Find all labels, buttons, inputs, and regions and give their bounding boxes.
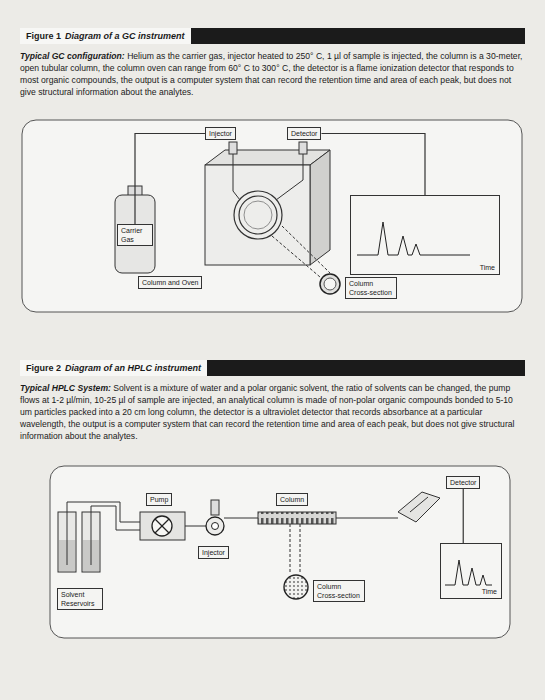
figure-header: Figure 2 Diagram of an HPLC instrument [20,360,525,376]
label-text: Detector [450,478,476,487]
figure-title: Figure 2 Diagram of an HPLC instrument [20,360,207,376]
label-text: Injector [202,548,225,557]
tube-connector [463,489,464,543]
label-text: Detector [291,129,317,138]
component-label: Detector [446,476,480,489]
header-bar [207,360,525,376]
component-label: Solvent Reservoirs [57,588,103,610]
component-label: Column Cross-section [313,580,365,602]
description: Typical GC configuration: Helium as the … [20,50,525,98]
component-label: Carrier Gas [117,224,153,246]
figure-number: Figure 2 [26,363,61,373]
figure-caption: Diagram of a GC instrument [65,31,185,41]
output-display: Time [350,195,500,275]
description-lead: Typical GC configuration: [20,51,125,61]
component-label: Pump [146,493,172,506]
figure-block: Figure 1 Diagram of a GC instrument Typic… [20,28,525,98]
header-bar [191,28,525,44]
label-text: Column and Oven [142,278,198,287]
component-label: Column Cross-section [345,277,397,299]
component-label: Injector [205,127,236,140]
description-lead: Typical HPLC System: [20,383,111,393]
label-text: Solvent Reservoirs [61,590,99,608]
label-text: Column [280,495,304,504]
component-label: Column and Oven [138,276,202,289]
component-label: Injector [198,546,229,559]
label-text: Time [480,263,495,272]
figure-number: Figure 1 [26,31,61,41]
label-text: Injector [209,129,232,138]
figure-title: Figure 1 Diagram of a GC instrument [20,28,191,44]
description: Typical HPLC System: Solvent is a mixtur… [20,382,525,442]
output-display: Time [440,543,502,599]
tube-connector [135,134,205,225]
label-text: Carrier Gas [121,226,149,244]
figure-caption: Diagram of an HPLC instrument [65,363,201,373]
figure-header: Figure 1 Diagram of a GC instrument [20,28,525,44]
label-text: Pump [150,495,168,504]
label-text: Column Cross-section [317,582,361,600]
component-label: Detector [287,127,321,140]
component-label: Column [276,493,308,506]
figure-block: Figure 2 Diagram of an HPLC instrument Ty… [20,360,525,442]
label-text: Time [482,587,497,596]
label-text: Column Cross-section [349,279,393,297]
tube-connector [321,134,425,196]
